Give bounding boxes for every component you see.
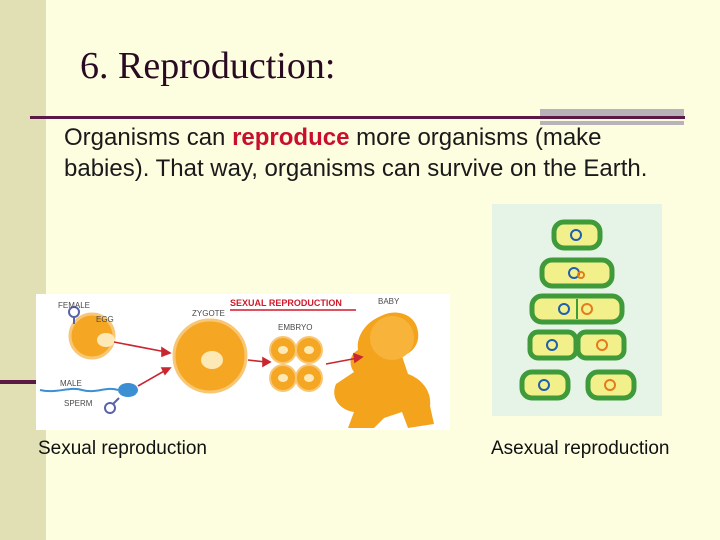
sexual-reproduction-illustration: FEMALE EGG ZYGOTE SEXUAL REPRODUCTION BA… — [39, 297, 434, 428]
body-text-start: Organisms can — [64, 124, 233, 151]
egg-nucleus — [97, 333, 115, 347]
caption-asexual: Asexual reproduction — [491, 438, 670, 459]
process-arrows — [113, 341, 364, 387]
sperm-cell — [39, 383, 138, 397]
slide-body: Organisms can reproduce more organisms (… — [64, 122, 684, 184]
body-highlight: reproduce — [232, 124, 350, 151]
caption-sexual: Sexual reproduction — [38, 438, 207, 459]
title-rule — [30, 116, 685, 119]
body-text-end: more organisms (make babies). That way, … — [64, 124, 648, 182]
bacteria-single — [551, 219, 603, 251]
cell-division-illustration — [519, 219, 637, 401]
slide-title: 6. Reproduction: — [80, 45, 336, 87]
label-female: FEMALE — [58, 301, 90, 310]
asexual-reproduction-figure — [492, 204, 662, 416]
sidebar-rule — [0, 380, 46, 384]
label-male: MALE — [60, 379, 82, 388]
bacteria-elongating — [539, 257, 615, 289]
title-accent-bar-lower — [540, 121, 684, 125]
sidebar-band — [0, 0, 46, 540]
bacteria-dividing — [527, 329, 627, 361]
zygote-nucleus — [201, 351, 223, 369]
label-embryo: EMBRYO — [278, 323, 313, 332]
title-accent-bar — [540, 109, 684, 116]
label-zygote: ZYGOTE — [192, 309, 225, 318]
sexual-reproduction-figure: FEMALE EGG ZYGOTE SEXUAL REPRODUCTION BA… — [36, 294, 450, 430]
male-symbol-icon — [104, 402, 116, 414]
embryo-cells — [269, 336, 323, 392]
label-sperm: SPERM — [64, 399, 93, 408]
baby-illustration — [334, 312, 434, 428]
label-baby: BABY — [378, 297, 400, 306]
label-sexual-reproduction: SEXUAL REPRODUCTION — [230, 298, 342, 308]
label-egg: EGG — [96, 315, 114, 324]
egg-cell — [68, 312, 116, 360]
bacteria-duplicated — [529, 293, 625, 325]
bacteria-daughter-cells — [519, 369, 637, 401]
